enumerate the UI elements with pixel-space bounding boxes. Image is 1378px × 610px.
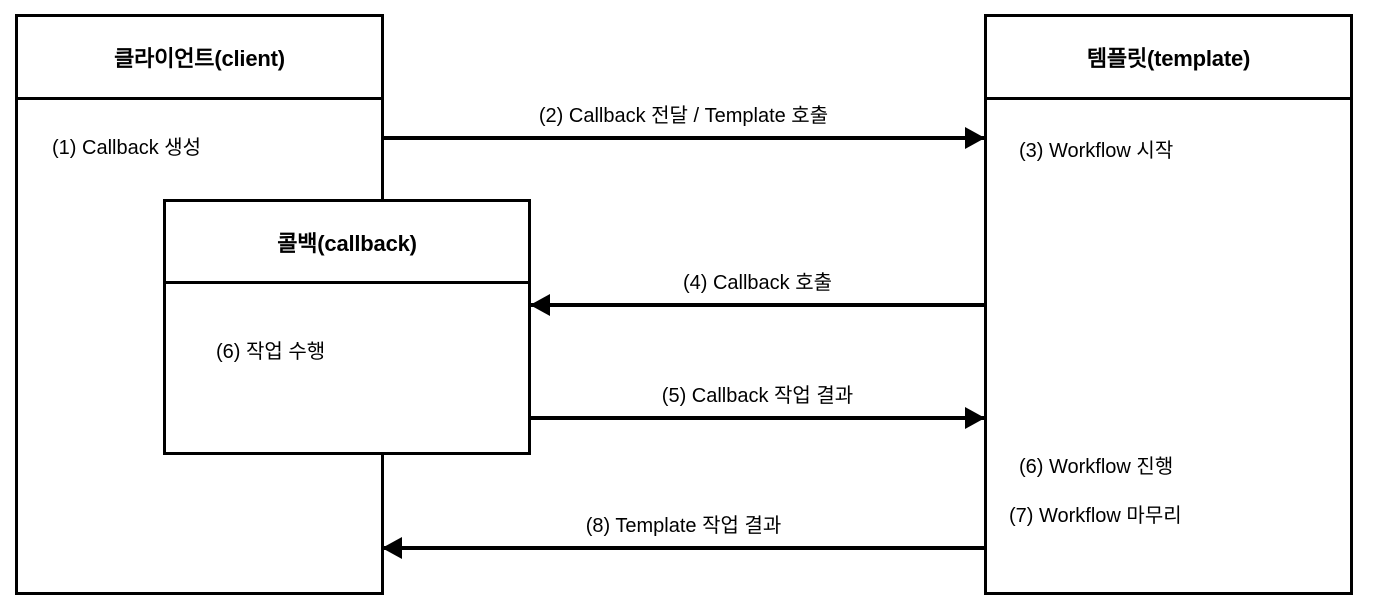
lifeline-client-body: (1) Callback 생성 xyxy=(18,100,381,592)
message-4-line xyxy=(531,303,984,307)
message-2-label: (2) Callback 전달 / Template 호출 xyxy=(538,105,829,127)
message-5-label: (5) Callback 작업 결과 xyxy=(661,385,854,407)
arrowhead-left-icon xyxy=(530,294,550,316)
template-step-3-label: (3) Workflow 시작 xyxy=(1019,140,1174,162)
lifeline-callback-title: 콜백(callback) xyxy=(166,202,528,284)
message-5-line xyxy=(531,416,984,420)
lifeline-client-title: 클라이언트(client) xyxy=(18,17,381,100)
arrowhead-right-icon xyxy=(965,407,985,429)
message-2-line xyxy=(383,136,984,140)
arrowhead-left-icon xyxy=(382,537,402,559)
lifeline-template-body: (3) Workflow 시작 (6) Workflow 진행 (7) Work… xyxy=(987,100,1350,592)
lifeline-template-title: 템플릿(template) xyxy=(987,17,1350,100)
callback-step-6-label: (6) 작업 수행 xyxy=(216,341,326,363)
message-4-label: (4) Callback 호출 xyxy=(682,272,833,294)
arrowhead-right-icon xyxy=(965,127,985,149)
message-8-label: (8) Template 작업 결과 xyxy=(585,515,782,537)
client-step-1-label: (1) Callback 생성 xyxy=(52,137,202,159)
lifeline-callback-body: (6) 작업 수행 xyxy=(166,284,528,452)
template-step-7-label: (7) Workflow 마무리 xyxy=(1009,505,1182,527)
message-8-line xyxy=(383,546,984,550)
template-step-6-label: (6) Workflow 진행 xyxy=(1019,456,1174,478)
lifeline-callback: 콜백(callback) (6) 작업 수행 xyxy=(163,199,531,455)
lifeline-template: 템플릿(template) (3) Workflow 시작 (6) Workfl… xyxy=(984,14,1353,595)
